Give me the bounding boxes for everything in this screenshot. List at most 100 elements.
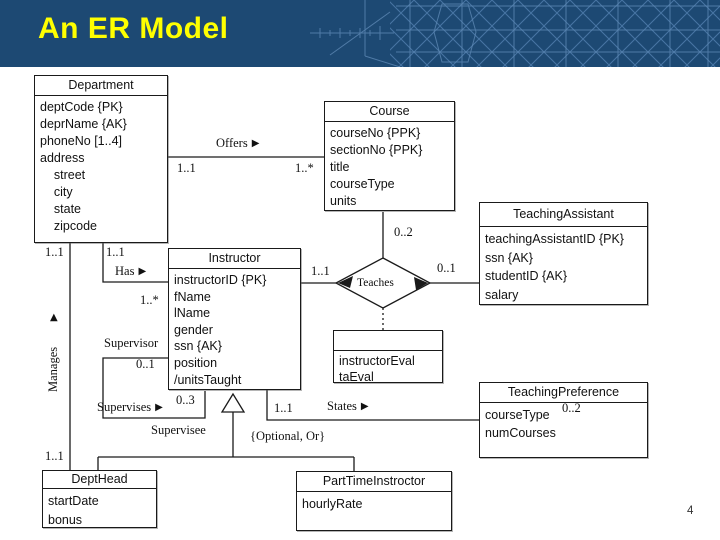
multiplicity-offers-course: 1..*: [295, 161, 314, 175]
teaches-relationship-label: Teaches: [357, 277, 394, 289]
entity-teaching-preference-title: TeachingPreference: [480, 383, 647, 403]
entity-dept-head-attributes: startDate bonus: [43, 489, 156, 529]
entity-attribute: startDate: [48, 494, 99, 508]
entity-course-attributes: courseNo {PPK} sectionNo {PPK} title course…: [325, 122, 454, 210]
entity-attribute: gender: [174, 322, 213, 337]
manages-label-text: Manages: [46, 346, 60, 392]
entity-attribute: taEval: [339, 369, 374, 384]
multiplicity-teaches-ta: 0..1: [437, 261, 456, 275]
multiplicity-supervisor: 0..1: [136, 357, 155, 371]
entity-dept-head-title: DeptHead: [43, 471, 156, 489]
generalization-constraint-label: {Optional, Or}: [250, 429, 325, 444]
entity-teaching-assistant-attributes: teachingAssistantID {PK} ssn {AK} studentI…: [480, 227, 647, 304]
multiplicity-has-department: 1..1: [106, 245, 125, 259]
supervisee-label-text: Supervisee: [151, 423, 206, 437]
entity-attribute: studentID {AK}: [485, 269, 568, 283]
blueprint-pattern-decoration: [310, 0, 720, 67]
entity-attribute: ssn {AK}: [485, 250, 533, 265]
entity-attribute: numCourses: [485, 426, 556, 440]
manages-relationship-label: Manages: [46, 347, 61, 392]
entity-attribute: phoneNo [1..4]: [40, 134, 123, 148]
arrow-right-icon: ▶: [251, 138, 260, 149]
arrow-right-icon: ▶: [360, 401, 369, 412]
multiplicity-states-preference: 0..2: [562, 401, 581, 415]
entity-teaching-assistant: TeachingAssistant teachingAssistantID {P…: [479, 202, 648, 305]
states-relationship-label: States▶: [327, 399, 369, 414]
arrow-right-icon: ▶: [138, 266, 147, 277]
entity-attribute: courseType: [485, 408, 550, 422]
entity-attribute: state: [40, 202, 81, 216]
multiplicity-manages-depthead: 1..1: [45, 449, 64, 463]
entity-course-title: Course: [325, 102, 454, 122]
supervises-label-text: Supervises: [97, 400, 152, 414]
teaches-diamond: [334, 257, 432, 309]
offers-relationship-label: Offers▶: [216, 136, 259, 151]
entity-attribute: lName: [174, 306, 211, 321]
entity-instructor-title: Instructor: [169, 249, 300, 269]
generalization-triangle: [220, 392, 246, 413]
entity-attribute: title: [330, 160, 350, 174]
multiplicity-has-instructor: 1..*: [140, 293, 159, 307]
entity-attribute: /unitsTaught: [174, 372, 242, 387]
entity-attribute: salary: [485, 287, 519, 302]
entity-attribute: street: [40, 168, 86, 182]
supervisor-label-text: Supervisor: [104, 336, 159, 350]
has-line: [102, 243, 168, 283]
states-line: [266, 390, 479, 421]
entity-attribute: courseNo {PPK}: [330, 126, 421, 140]
entity-attribute: courseType: [330, 177, 395, 191]
entity-attribute: fName: [174, 289, 211, 304]
entity-attribute: deprName {AK}: [40, 117, 127, 131]
entity-attribute: deptCode {PK}: [40, 100, 123, 114]
diamond-right-arrowhead: [414, 277, 428, 290]
entity-attribute: units: [330, 194, 357, 208]
generalization-branch-line: [97, 456, 355, 471]
has-relationship-label: Has▶: [115, 264, 146, 279]
entity-attribute: hourlyRate: [302, 497, 363, 511]
slide-header-bar: An ER Model: [0, 0, 720, 67]
multiplicity-manages-department: 1..1: [45, 245, 64, 259]
states-label-text: States: [327, 399, 357, 413]
entity-department-title: Department: [35, 76, 167, 96]
entity-teaches-eval-title: [334, 331, 442, 351]
entity-part-time-instructor: PartTimeInstroctor hourlyRate: [296, 471, 452, 531]
slide-title: An ER Model: [38, 12, 229, 45]
entity-attribute: sectionNo {PPK}: [330, 143, 423, 157]
entity-teaching-assistant-title: TeachingAssistant: [480, 203, 647, 227]
entity-attribute: zipcode: [40, 219, 97, 233]
supervises-loop-line: [102, 357, 206, 419]
entity-attribute: bonus: [48, 512, 83, 527]
entity-attribute: teachingAssistantID {PK}: [485, 232, 624, 246]
entity-department: Department deptCode {PK} deprName {AK} pho…: [34, 75, 168, 243]
teaches-label-text: Teaches: [357, 277, 394, 289]
multiplicity-supervisee: 0..3: [176, 393, 195, 407]
entity-attribute: city: [40, 185, 73, 199]
supervisee-role-label: Supervisee: [151, 423, 206, 438]
entity-attribute: position: [174, 355, 218, 370]
multiplicity-teaches-instructor: 1..1: [311, 264, 330, 278]
entity-attribute: instructorID {PK}: [174, 273, 267, 287]
entity-course: Course courseNo {PPK} sectionNo {PPK} titl…: [324, 101, 455, 211]
offers-label-text: Offers: [216, 136, 248, 150]
entity-part-time-instructor-title: PartTimeInstroctor: [297, 472, 451, 492]
entity-dept-head: DeptHead startDate bonus: [42, 470, 157, 528]
manages-direction-arrow: ▲: [50, 309, 58, 324]
page-number: 4: [687, 505, 694, 517]
has-label-text: Has: [115, 264, 135, 278]
multiplicity-teaches-course: 0..2: [394, 225, 413, 239]
entity-attribute: instructorEval: [339, 354, 415, 368]
entity-attribute: ssn {AK}: [174, 339, 222, 354]
multiplicity-offers-department: 1..1: [177, 161, 196, 175]
supervises-relationship-label: Supervises▶: [97, 400, 163, 415]
arrow-right-icon: ▶: [155, 402, 163, 413]
arrow-up-icon: ▲: [50, 312, 58, 323]
entity-department-attributes: deptCode {PK} deprName {AK} phoneNo [1..4]…: [35, 96, 167, 235]
entity-attribute: address: [40, 151, 85, 165]
diamond-left-arrowhead: [338, 276, 353, 288]
